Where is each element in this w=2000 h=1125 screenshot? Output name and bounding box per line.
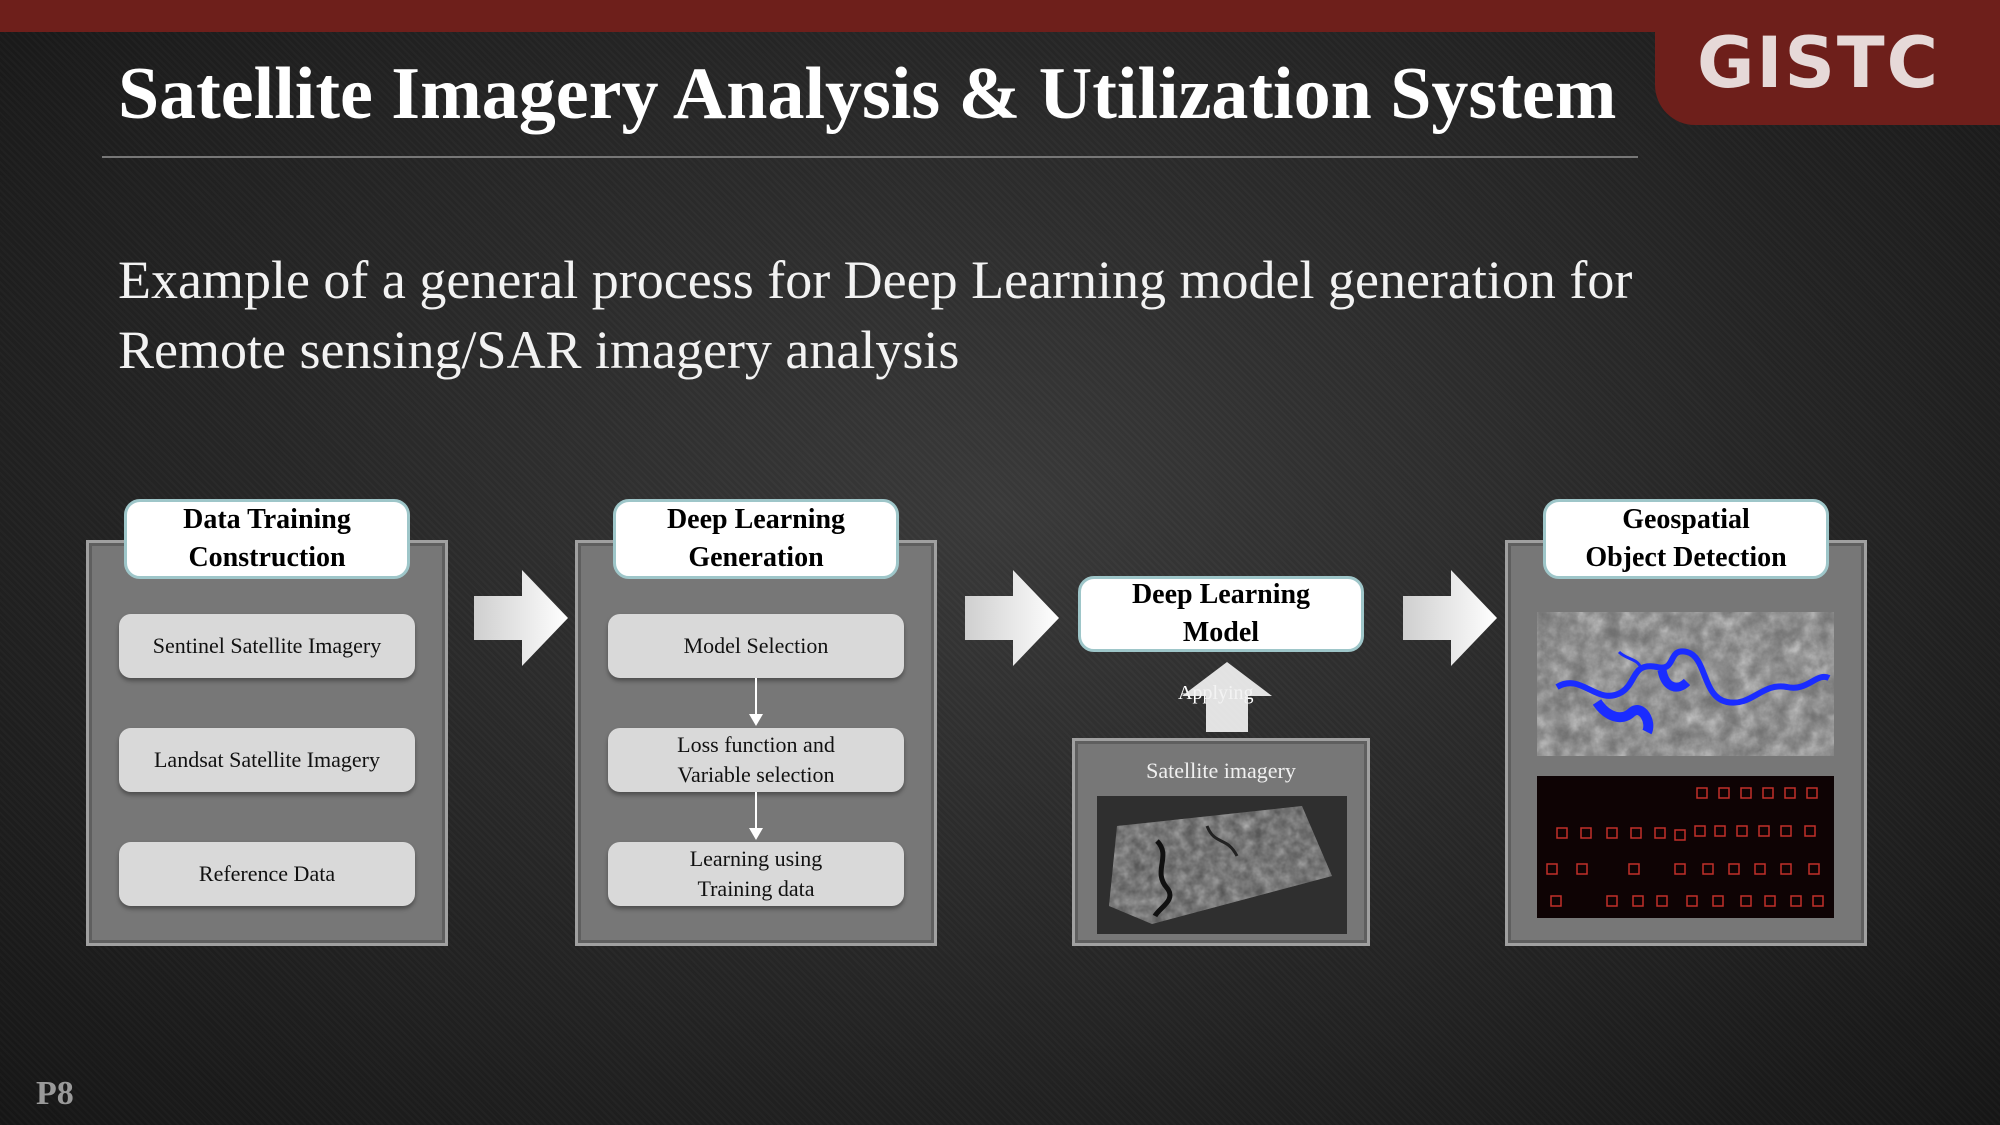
stage2-item-2-line-1: Loss function and: [677, 732, 835, 757]
stage4-title-line-2: Object Detection: [1585, 542, 1787, 573]
stage3-title-line-2: Model: [1182, 617, 1260, 648]
flow-arrow-2: [965, 570, 1059, 666]
connector-line-1: [755, 678, 757, 716]
sar-image-thumbnail: [1097, 796, 1347, 934]
connector-line-2: [755, 792, 757, 830]
stage2-item-3-line-1: Learning using: [689, 846, 823, 871]
satellite-imagery-label: Satellite imagery: [1146, 758, 1296, 783]
flow-arrow-3: [1403, 570, 1497, 666]
stage2-title-line-2: Generation: [688, 542, 824, 573]
slide-title: Satellite Imagery Analysis & Utilization…: [118, 53, 1617, 135]
up-arrow-icon: [1182, 662, 1272, 732]
stage2-title-line-1: Deep Learning: [666, 504, 846, 535]
stage3-header: Deep Learning Model: [1078, 576, 1364, 652]
stage2-header: Deep Learning Generation: [613, 499, 899, 579]
stage3-title-line-1: Deep Learning: [1131, 579, 1311, 610]
stage4-title-line-1: Geospatial: [1622, 504, 1750, 535]
subtitle-line-2: Remote sensing/SAR imagery analysis: [118, 320, 960, 380]
stage1-item-landsat: Landsat Satellite Imagery: [119, 728, 415, 792]
stage1-title-line-2: Construction: [188, 542, 346, 573]
subtitle-line-1: Example of a general process for Deep Le…: [118, 250, 1633, 310]
brand-logo: GISTC: [1696, 22, 1940, 104]
stage2-item-model-selection: Model Selection: [608, 614, 904, 678]
slide-subtitle: Example of a general process for Deep Le…: [118, 245, 1818, 385]
stage2-item-1-line-1: Model Selection: [683, 633, 829, 658]
flow-arrow-1: [474, 570, 568, 666]
stage4-header: Geospatial Object Detection: [1543, 499, 1829, 579]
stage1-item-sentinel: Sentinel Satellite Imagery: [119, 614, 415, 678]
stage2-item-loss-function: Loss function and Variable selection: [608, 728, 904, 792]
connector-arrowhead-2: [749, 828, 763, 840]
stage2-item-3-line-2: Training data: [697, 876, 815, 901]
stage1-item-reference: Reference Data: [119, 842, 415, 906]
title-divider: [102, 156, 1638, 158]
water-detection-image: [1537, 612, 1834, 756]
stage2-item-2-line-2: Variable selection: [677, 762, 835, 787]
connector-arrowhead-1: [749, 714, 763, 726]
stage1-title-line-1: Data Training: [183, 504, 351, 535]
logo-tab: GISTC: [1655, 0, 2000, 125]
page-number: P8: [36, 1075, 74, 1112]
object-detection-image: [1537, 776, 1834, 918]
stage1-header: Data Training Construction: [124, 499, 410, 579]
stage2-item-learning: Learning using Training data: [608, 842, 904, 906]
